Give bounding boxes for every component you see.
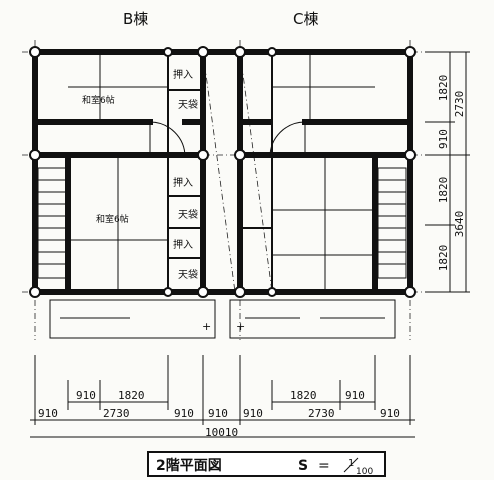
dim-right-1820-a: 1820 xyxy=(437,75,450,102)
room-b-upper-label: 和室6帖 xyxy=(82,94,115,106)
dim-bottom-r2-4: 910 xyxy=(243,407,263,420)
bottom-dimension-lines xyxy=(30,355,415,438)
scale-eq: = xyxy=(318,458,330,474)
stairs-b xyxy=(37,167,67,279)
dim-bottom-910-a: 910 xyxy=(76,389,96,402)
walls-building-b xyxy=(32,52,206,295)
dim-right-1820-b: 1820 xyxy=(437,177,450,204)
scale-numerator: 1 xyxy=(348,458,354,469)
stairs-c xyxy=(377,167,407,279)
walls-building-c xyxy=(237,52,413,295)
scale-denominator: 100 xyxy=(356,467,373,477)
closet-label-2: 押入 xyxy=(173,176,193,189)
tatami-lines xyxy=(68,52,375,292)
dim-bottom-r2-6: 910 xyxy=(380,407,400,420)
balconies: + + xyxy=(49,299,396,339)
right-dimension-lines xyxy=(425,51,470,293)
room-b-lower-label: 和室6帖 xyxy=(96,213,129,225)
dim-right-1820-c: 1820 xyxy=(437,245,450,272)
svg-text:+: + xyxy=(236,320,245,333)
dim-right-2730: 2730 xyxy=(453,91,466,118)
title-box xyxy=(147,451,386,477)
closet-label-3: 押入 xyxy=(173,238,193,251)
columns xyxy=(29,46,416,298)
ceiling-label-3: 天袋 xyxy=(178,268,198,281)
drawing-title: 2階平面図 xyxy=(156,457,222,474)
scale-s: S xyxy=(298,458,308,474)
dim-bottom-r2-2: 910 xyxy=(174,407,194,420)
svg-text:+: + xyxy=(202,320,211,333)
dim-bottom-r2-0: 910 xyxy=(38,407,58,420)
dim-bottom-r2-1: 2730 xyxy=(103,407,130,420)
dim-bottom-1820-a: 1820 xyxy=(118,389,145,402)
building-b-label: B棟 xyxy=(123,10,148,28)
dim-right-3640: 3640 xyxy=(453,211,466,238)
dim-bottom-r2-3: 910 xyxy=(208,407,228,420)
dim-bottom-total: 10010 xyxy=(205,426,238,439)
exterior-walls xyxy=(32,49,413,295)
closet-label-1: 押入 xyxy=(173,68,193,81)
dim-bottom-1820-b: 1820 xyxy=(290,389,317,402)
building-c-label: C棟 xyxy=(293,10,318,28)
ceiling-label-2: 天袋 xyxy=(178,208,198,221)
ceiling-label-1: 天袋 xyxy=(178,98,198,111)
dim-bottom-r2-5: 2730 xyxy=(308,407,335,420)
dim-bottom-910-b: 910 xyxy=(345,389,365,402)
dim-right-910: 910 xyxy=(437,129,450,149)
